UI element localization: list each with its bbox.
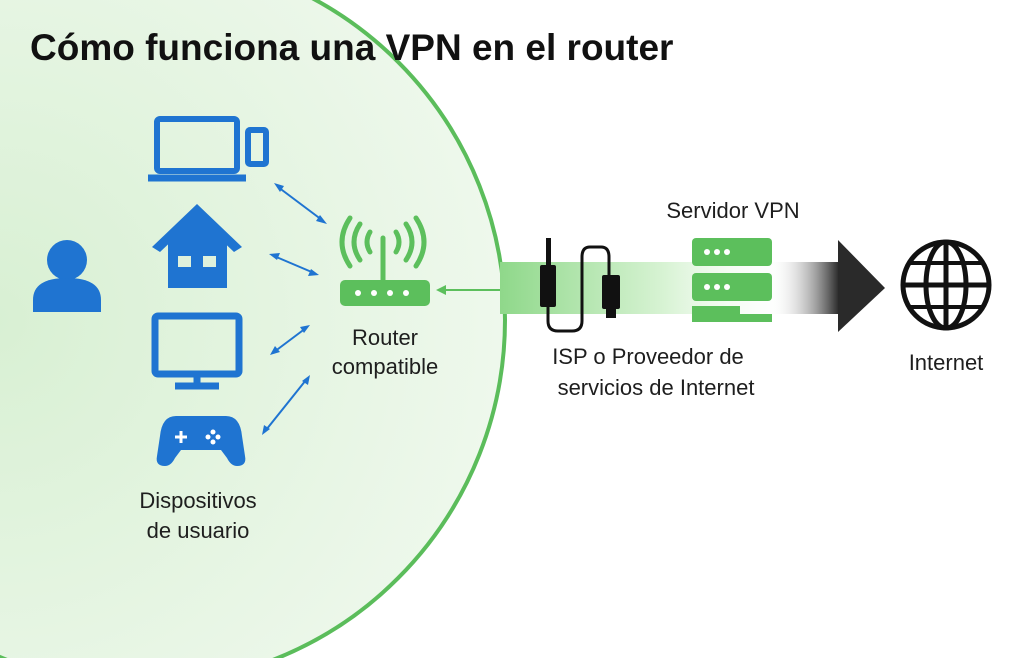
isp-label-line2: servicios de Internet: [558, 375, 755, 400]
home-network-circle: [0, 0, 507, 658]
gamepad-icon: [156, 416, 246, 466]
arrowheads: [262, 183, 327, 435]
laptop-phone-icon: [148, 116, 269, 182]
devices-label-line1: Dispositivos: [139, 488, 256, 513]
vpn-server-label: Servidor VPN: [666, 198, 799, 223]
vpn-server-icon: [692, 238, 772, 322]
to-internet-arrow: [770, 240, 885, 332]
device-router-arrows: [265, 186, 323, 431]
tv-monitor-icon: [151, 312, 243, 390]
router-label-line1: Router: [352, 325, 418, 350]
devices-label-line2: de usuario: [147, 518, 250, 543]
isp-label-line1: ISP o Proveedor de: [552, 344, 744, 369]
globe-icon: [900, 239, 992, 331]
router-label-line2: compatible: [332, 354, 438, 379]
router-icon: [339, 215, 430, 306]
isp-cable-icon: [540, 238, 620, 333]
user-icon: [33, 240, 101, 312]
internet-label: Internet: [909, 350, 984, 375]
router-incoming-arrowhead: [436, 285, 446, 295]
home-icon: [152, 204, 242, 288]
page-title: Cómo funciona una VPN en el router: [30, 27, 673, 68]
